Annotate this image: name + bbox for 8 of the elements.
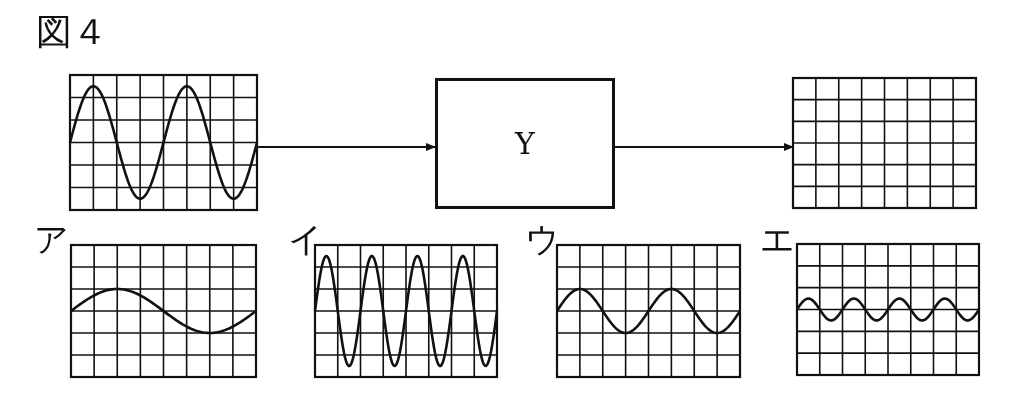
- arrow: [614, 143, 794, 151]
- arrow: [256, 143, 436, 151]
- figure-title: 図４: [36, 14, 108, 50]
- device-box: Y: [435, 78, 615, 209]
- option-label: ウ: [525, 222, 560, 256]
- option-label: エ: [760, 222, 795, 256]
- option-label: ア: [34, 222, 69, 256]
- option-label: イ: [288, 222, 323, 256]
